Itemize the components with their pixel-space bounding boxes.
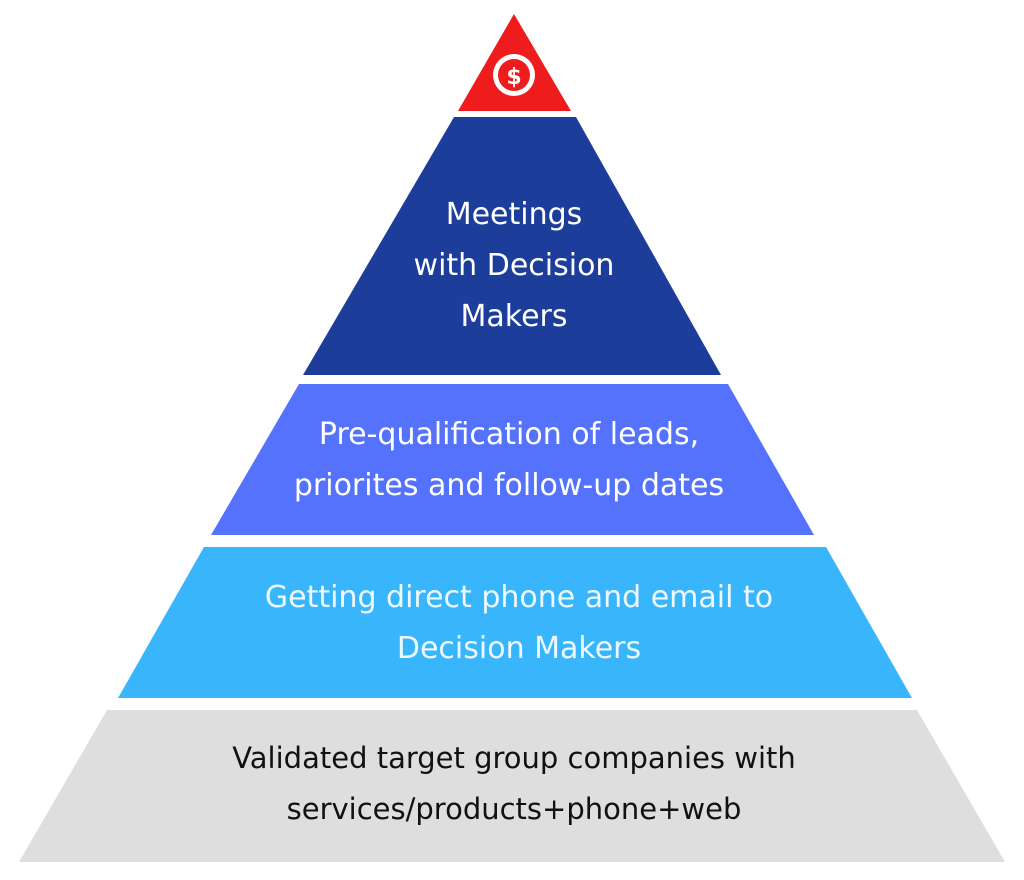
pyramid-top-tier: $ xyxy=(458,14,571,111)
tier-direct-contact-line-2: Decision Makers xyxy=(397,631,641,666)
pyramid-tier-validated-target: Validated target group companies with se… xyxy=(19,710,1005,862)
pyramid-tier-meetings: Meetings with Decision Makers xyxy=(303,117,721,375)
tier-prequalification-shape xyxy=(211,384,814,535)
dollar-symbol: $ xyxy=(506,65,521,90)
tier-prequalification-line-2: priorites and follow-up dates xyxy=(294,468,724,503)
tier-meetings-line-1: Meetings xyxy=(446,197,583,232)
tier-meetings-line-2: with Decision xyxy=(414,248,615,283)
pyramid-tier-direct-contact: Getting direct phone and email to Decisi… xyxy=(118,547,912,698)
tier-validated-target-shape xyxy=(19,710,1005,862)
tier-meetings-shape xyxy=(303,117,721,375)
tier-validated-target-line-2: services/products+phone+web xyxy=(287,792,742,826)
tier-direct-contact-shape xyxy=(118,547,912,698)
pyramid-tier-prequalification: Pre-qualification of leads, priorites an… xyxy=(211,384,814,535)
tier-validated-target-line-1: Validated target group companies with xyxy=(232,741,796,775)
tier-direct-contact-line-1: Getting direct phone and email to xyxy=(265,580,773,615)
dollar-coin-icon: $ xyxy=(493,54,535,96)
tier-meetings-line-3: Makers xyxy=(461,299,568,334)
tier-prequalification-line-1: Pre-qualification of leads, xyxy=(319,417,699,452)
